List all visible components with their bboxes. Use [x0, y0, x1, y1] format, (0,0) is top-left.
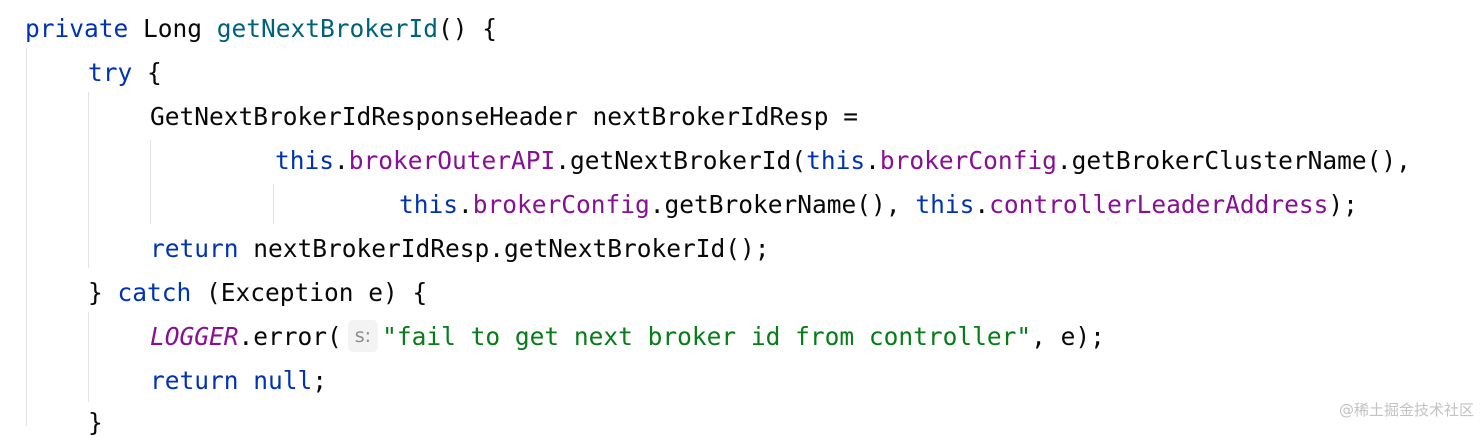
closing-brace: } — [88, 408, 103, 437]
code-line-10[interactable]: } — [88, 403, 103, 443]
statement-end: ; — [312, 366, 328, 395]
static-field-logger: LOGGER — [150, 322, 239, 351]
indent-guide — [88, 312, 89, 402]
statement-end: , e); — [1031, 322, 1105, 351]
watermark: @稀土掘金技术社区 — [1338, 401, 1474, 419]
string-literal: "fail to get next broker id from control… — [382, 322, 1032, 351]
code-line-8[interactable]: LOGGER.error(s:"fail to get next broker … — [150, 317, 1105, 357]
code-line-4[interactable]: this.brokerOuterAPI.getNextBrokerId(this… — [275, 141, 1411, 181]
return-expression: nextBrokerIdResp.getNextBrokerId(); — [238, 234, 770, 263]
field-broker-outer-api: brokerOuterAPI — [348, 146, 556, 175]
method-name: getNextBrokerId — [216, 14, 439, 43]
closing-brace: } — [88, 278, 118, 307]
code-line-9[interactable]: return null; — [150, 361, 327, 401]
keyword-catch: catch — [117, 278, 192, 307]
indent-guide — [88, 92, 89, 268]
dot: . — [865, 146, 880, 175]
keyword-this: this — [806, 146, 866, 175]
code-line-5[interactable]: this.brokerConfig.getBrokerName(), this.… — [399, 185, 1358, 225]
parameter-hint: s: — [347, 320, 379, 352]
method-call: .getBrokerName(), — [649, 190, 916, 219]
keyword-this: this — [275, 146, 335, 175]
code-line-3[interactable]: GetNextBrokerIdResponseHeader nextBroker… — [150, 97, 858, 137]
indent-guide — [273, 184, 274, 224]
keyword-null: null — [253, 366, 313, 395]
indent-guide — [26, 48, 27, 426]
method-signature-rest: () { — [438, 14, 498, 43]
code-line-2[interactable]: try { — [88, 53, 162, 93]
code-line-6[interactable]: return nextBrokerIdResp.getNextBrokerId(… — [150, 229, 770, 269]
try-brace: { — [132, 58, 162, 87]
method-call: .getBrokerClusterName(), — [1056, 146, 1411, 175]
code-line-1[interactable]: private Long getNextBrokerId() { — [25, 9, 497, 49]
code-line-7[interactable]: } catch (Exception e) { — [88, 273, 427, 313]
catch-clause: (Exception e) { — [191, 278, 428, 307]
return-type: Long — [128, 14, 217, 43]
field-controller-leader-address: controllerLeaderAddress — [989, 190, 1329, 219]
keyword-return: return — [150, 366, 239, 395]
dot: . — [458, 190, 473, 219]
method-call: .error( — [238, 322, 342, 351]
dot: . — [974, 190, 990, 219]
declaration: GetNextBrokerIdResponseHeader nextBroker… — [150, 102, 859, 131]
space — [239, 366, 254, 395]
field-broker-config: brokerConfig — [472, 190, 650, 219]
keyword-try: try — [88, 58, 133, 87]
indent-guide — [150, 140, 151, 224]
keyword-private: private — [25, 14, 129, 43]
field-broker-config: brokerConfig — [879, 146, 1057, 175]
dot: . — [334, 146, 349, 175]
keyword-this: this — [915, 190, 975, 219]
keyword-return: return — [150, 234, 239, 263]
keyword-this: this — [399, 190, 459, 219]
statement-end: ); — [1328, 190, 1358, 219]
method-call: .getNextBrokerId( — [555, 146, 807, 175]
